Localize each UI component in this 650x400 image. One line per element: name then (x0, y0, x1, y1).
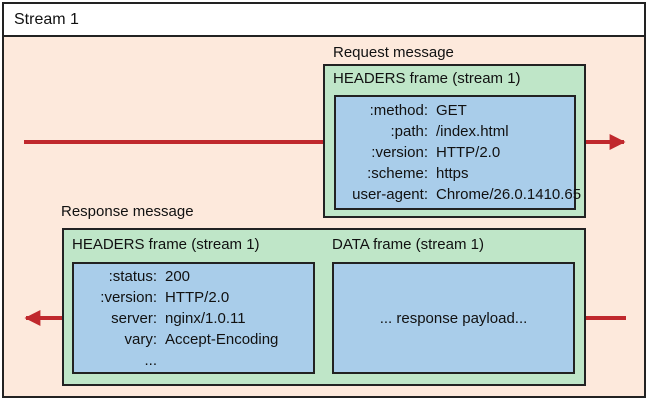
header-value: Accept-Encoding (165, 331, 279, 348)
header-row: user-agent: Chrome/26.0.1410.65 (342, 184, 581, 205)
request-headers-frame: HEADERS frame (stream 1) :method: GET :p… (323, 64, 586, 218)
header-row: :path: /index.html (342, 121, 581, 142)
stream-title: Stream 1 (4, 4, 644, 37)
header-key: :version: (100, 289, 157, 306)
header-key: user-agent: (352, 186, 428, 203)
header-ellipsis: ... (144, 352, 157, 369)
header-value: https (436, 165, 469, 182)
request-message-label: Request message (333, 44, 454, 61)
header-row: :scheme: https (342, 163, 581, 184)
response-data-frame-title: DATA frame (stream 1) (332, 236, 484, 253)
request-headers-box: :method: GET :path: /index.html :version… (334, 95, 581, 210)
header-row: vary: Accept-Encoding (78, 329, 278, 350)
header-value: HTTP/2.0 (165, 289, 230, 306)
header-key: :status: (108, 268, 157, 285)
response-headers-frame-title: HEADERS frame (stream 1) (72, 236, 260, 253)
header-row: :version: HTTP/2.0 (342, 142, 581, 163)
header-row: server: nginx/1.0.11 (78, 308, 278, 329)
header-value: Chrome/26.0.1410.65 (436, 186, 582, 203)
header-value: 200 (165, 268, 191, 285)
header-row: :status: 200 (78, 266, 278, 287)
header-key: server: (111, 310, 157, 327)
header-value: /index.html (436, 123, 509, 140)
response-data-box: ... response payload... (332, 262, 575, 374)
response-payload: ... response payload... (379, 309, 528, 327)
header-value: GET (436, 102, 467, 119)
header-key: vary: (124, 331, 157, 348)
header-key: :version: (371, 144, 428, 161)
response-headers-box: :status: 200 :version: HTTP/2.0 server: … (72, 262, 315, 374)
header-row: :version: HTTP/2.0 (78, 287, 278, 308)
request-headers-list: :method: GET :path: /index.html :version… (342, 100, 581, 205)
header-key: :scheme: (367, 165, 428, 182)
header-value: HTTP/2.0 (436, 144, 501, 161)
request-headers-frame-title: HEADERS frame (stream 1) (333, 70, 521, 87)
response-frame-group: HEADERS frame (stream 1) :status: 200 :v… (62, 228, 586, 386)
header-ellipsis-row: ... (78, 350, 278, 371)
response-headers-list: :status: 200 :version: HTTP/2.0 server: … (78, 266, 278, 371)
header-key: :method: (369, 102, 428, 119)
header-value: nginx/1.0.11 (165, 310, 246, 327)
header-row: :method: GET (342, 100, 581, 121)
header-key: :path: (390, 123, 428, 140)
response-message-label: Response message (61, 203, 194, 220)
